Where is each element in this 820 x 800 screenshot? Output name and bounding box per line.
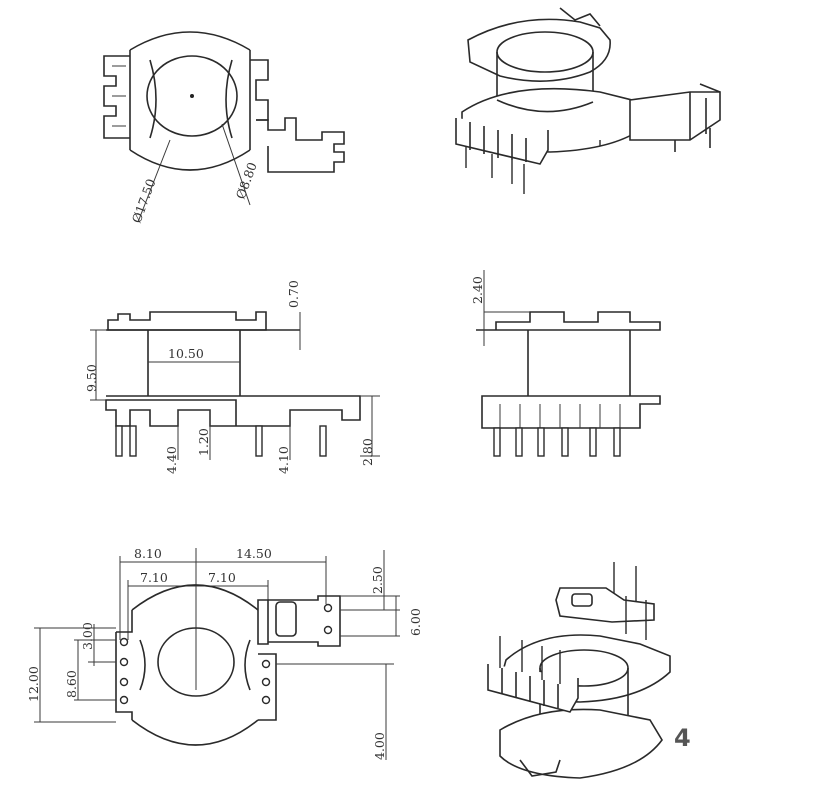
- page-number: 4: [674, 724, 691, 752]
- dim-right-span: 6.00: [408, 608, 423, 636]
- dim-side-top: 2.40: [470, 276, 485, 304]
- dim-top-thickness: 0.70: [286, 280, 301, 308]
- dim-width-right2: 7.10: [208, 570, 236, 585]
- top-view: Ø17.50 Ø8.80: [103, 31, 345, 225]
- dim-pin-pitch-left: 4.40: [164, 446, 179, 474]
- dim-width-left: 8.10: [134, 546, 162, 561]
- dim-inner-width: 10.50: [168, 346, 204, 361]
- dim-right-offset: 4.00: [372, 732, 387, 760]
- dim-total-height: 9.50: [84, 364, 99, 392]
- isometric-top: [455, 7, 721, 194]
- isometric-bottom: [487, 562, 671, 779]
- front-view: 9.50 10.50 0.70 4.40 1.20 4.10 2.80: [84, 280, 380, 474]
- dim-pin-pitch-right: 4.10: [276, 446, 291, 474]
- dim-outer-diameter: Ø17.50: [129, 177, 159, 225]
- dim-width-right: 14.50: [236, 546, 272, 561]
- side-view: 2.40: [470, 270, 661, 457]
- dim-pin-diameter: 1.20: [196, 428, 211, 456]
- dim-pin-pitch: 3.00: [80, 622, 95, 650]
- bottom-view: 8.10 14.50 7.10 7.10 2.50 6.: [26, 546, 423, 760]
- dim-mid-length: 8.60: [64, 670, 79, 698]
- dim-total-length: 12.00: [26, 666, 41, 702]
- dim-pin-length: 2.80: [360, 438, 375, 466]
- dim-width-left2: 7.10: [140, 570, 168, 585]
- dim-right-pitch: 2.50: [370, 566, 385, 594]
